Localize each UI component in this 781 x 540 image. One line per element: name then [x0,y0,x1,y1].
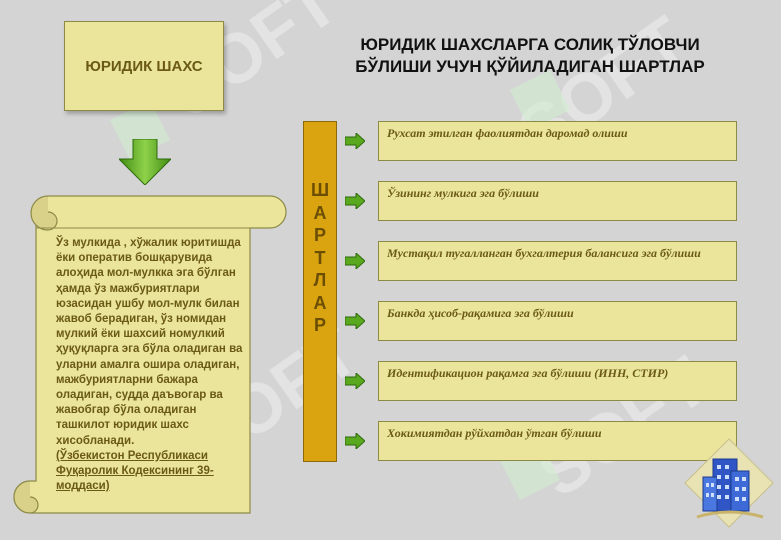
heading-line-1: ЮРИДИК ШАХСЛАРГА СОЛИҚ ТЎЛОВЧИ [360,35,700,54]
bar-letter: Р [313,315,326,335]
buildings-logo-icon [684,438,774,528]
green-down-arrow-icon [119,139,171,185]
title-box-label: ЮРИДИК ШАХС [85,57,203,75]
scroll-banner [13,195,287,514]
condition-box-4: Банкда ҳисоб-рақамига эга бўлиши [378,301,737,341]
condition-text: Рухсат этилган фаолиятдан даромад олиши [387,126,628,140]
definition-text-block: Ўз мулкида , хўжалик юритишда ёки операт… [56,236,250,494]
bar-letter: А [313,202,327,223]
condition-text: Хокимиятдан рўйхатдан ўтган бўлиши [387,426,602,440]
condition-box-1: Рухсат этилган фаолиятдан даромад олиши [378,121,737,161]
definition-text: Ўз мулкида , хўжалик юритишда ёки операт… [56,237,243,447]
green-right-arrow-icon [345,253,365,269]
bar-letter: Л [313,270,327,290]
title-box: ЮРИДИК ШАХС [64,21,224,111]
green-right-arrow-icon [345,313,365,329]
condition-text: Банкда ҳисоб-рақамига эга бўлиши [387,306,574,320]
green-right-arrow-icon [345,133,365,149]
definition-reference: (Ўзбекистон Республикаси Фуқаролик Кодек… [56,449,214,493]
page-heading: ЮРИДИК ШАХСЛАРГА СОЛИҚ ТЎЛОВЧИ БЎЛИШИ УЧ… [300,34,760,78]
condition-box-2: Ўзининг мулкига эга бўлиши [378,181,737,221]
condition-box-6: Хокимиятдан рўйхатдан ўтган бўлиши [378,421,737,461]
bar-letter: Т [314,247,326,268]
condition-text: Идентификацион рақамга эга бўлиши (ИНН, … [387,366,669,380]
condition-box-3: Мустақил тугалланган бухгалтерия баланси… [378,241,737,281]
condition-text: Ўзининг мулкига эга бўлиши [387,186,539,200]
bar-letter: Р [313,225,326,245]
shartlar-vertical-bar: Ш А Р Т Л А Р [303,121,337,462]
bar-letter: А [313,292,327,313]
green-right-arrow-icon [345,373,365,389]
condition-box-5: Идентификацион рақамга эга бўлиши (ИНН, … [378,361,737,401]
green-right-arrow-icon [345,193,365,209]
heading-line-2: БЎЛИШИ УЧУН ҚЎЙИЛАДИГАН ШАРТЛАР [355,57,705,76]
green-right-arrow-icon [345,433,365,449]
bar-letter: Ш [310,180,330,200]
condition-text: Мустақил тугалланган бухгалтерия баланси… [387,246,701,260]
